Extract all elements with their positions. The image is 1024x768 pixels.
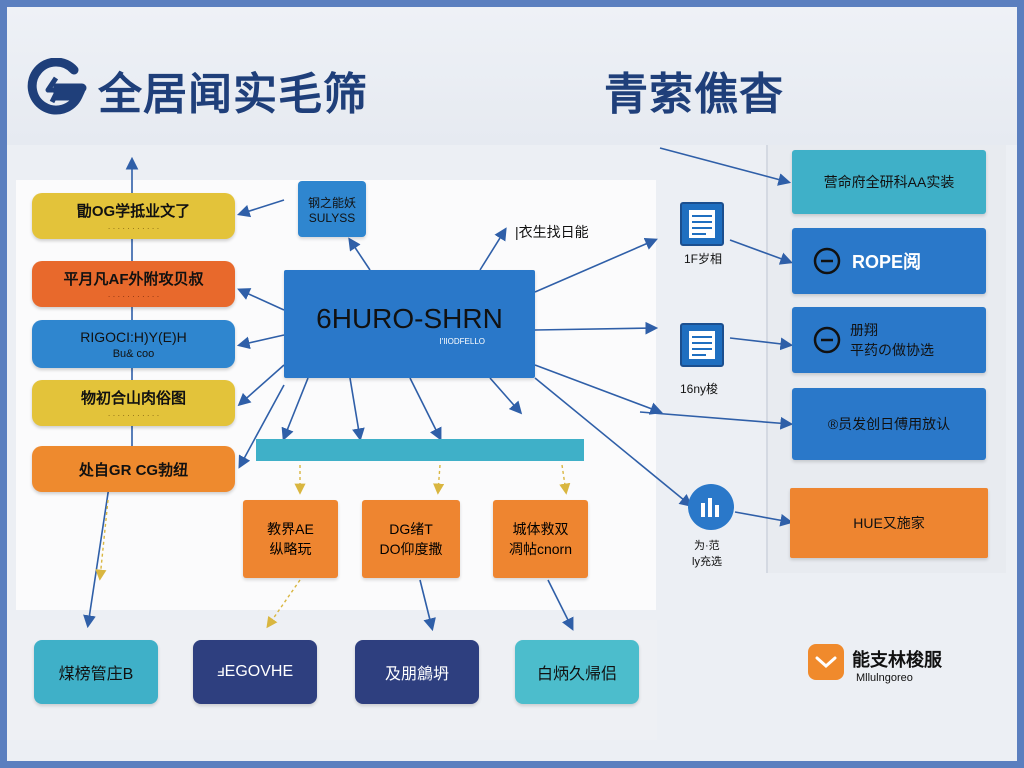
minus-circle-icon — [813, 247, 841, 275]
bottom-node-4-label: 白炳久帰侣 — [536, 666, 617, 683]
brand-tagline: Mllulngoreo — [856, 672, 913, 684]
orange-node-1-line1: 教界AE — [267, 521, 314, 537]
top-annotation: |衣生找日能 — [515, 224, 589, 240]
right-node-1: 营命府全研科AA实装 — [792, 150, 986, 214]
bottom-node-3: 及朋鶬坍 — [355, 640, 479, 704]
document-icon-1-label: 1F岁相 — [684, 252, 723, 266]
central-node-title: 6HURO-SHRN — [316, 302, 503, 334]
small-top-node: 钢之能妖 SULYSS — [298, 181, 366, 237]
bottom-node-4: 白炳久帰侣 — [515, 640, 639, 704]
right-node-5: HUE又施家 — [790, 488, 988, 558]
orange-node-1-line2: 纵略玩 — [269, 541, 312, 557]
right-node-3-label2: 平药の做协选 — [850, 342, 934, 358]
right-node-4: ®员发创日傅用放认 — [792, 388, 986, 460]
brand-name: 能支林梭服 — [852, 650, 942, 670]
orange-node-3: 城体救双 凋帖cnorn — [493, 500, 588, 578]
right-node-4-label: ®员发创日傅用放认 — [827, 416, 951, 432]
bottom-node-2: ⅎEGOVHE — [193, 640, 317, 704]
orange-node-1: 教界AE 纵略玩 — [243, 500, 338, 578]
left-node-4-label: 物初合山肉俗图 — [80, 389, 186, 407]
right-node-5-label: HUE又施家 — [853, 515, 925, 531]
small-top-node-line2: SULYSS — [308, 210, 356, 225]
document-icon-2-label: 16ny梭 — [680, 382, 719, 396]
orange-node-3-line2: 凋帖cnorn — [508, 541, 573, 557]
logo-icon — [27, 58, 87, 115]
left-node-3-label: RIGOCI:H)Y(E)H — [80, 328, 187, 345]
right-node-1-label: 营命府全研科AA实装 — [823, 174, 955, 190]
document-icon — [680, 202, 724, 246]
left-node-2-label: 平月凡AF外附攻贝叔 — [63, 270, 204, 288]
left-node-1-label: 勖OG学抵业文了 — [76, 202, 191, 220]
orange-node-2-line2: DO仰度撒 — [379, 541, 443, 557]
central-node-subtitle: I'IIODFELLO — [439, 336, 485, 346]
document-icon — [680, 323, 724, 367]
page-title-left: 全居闻实毛筛 — [98, 70, 368, 119]
chart-circle-icon — [688, 484, 734, 530]
bottom-node-3-label: 及朋鶬坍 — [384, 666, 449, 683]
circle-icon-label-1: 为·范 — [694, 540, 720, 552]
left-node-1: 勖OG学抵业文了 · · · · · · · · · · · — [32, 193, 235, 239]
bottom-node-2-label: ⅎEGOVHE — [216, 663, 294, 680]
bottom-node-1-label: 煤榜管庄B — [58, 666, 134, 683]
page-title-right: 青萦僬杳 — [604, 70, 784, 119]
orange-node-2: DG绪T DO仰度撒 — [362, 500, 460, 578]
left-node-3: RIGOCI:H)Y(E)H Bu& coo — [32, 320, 235, 368]
right-node-2: ROPE阅 — [792, 228, 986, 294]
brand-check-icon — [808, 644, 844, 680]
right-node-3-label: 册翔 — [850, 322, 878, 338]
right-node-2-label: ROPE阅 — [852, 252, 922, 272]
left-node-5-label: 处自GR CG勃纽 — [78, 461, 189, 479]
distribution-bar — [256, 439, 584, 461]
orange-node-3-line1: 城体救双 — [512, 521, 569, 537]
right-node-3: 册翔 平药の做协选 — [792, 307, 986, 373]
header-bar — [7, 7, 1017, 145]
bottom-node-1: 煤榜管庄B — [34, 640, 158, 704]
orange-node-2-line1: DG绪T — [389, 521, 433, 537]
left-node-3-sub: Bu& coo — [112, 347, 155, 360]
circle-icon-label-2: ly充选 — [692, 556, 722, 568]
left-node-4: 物初合山肉俗图 · · · · · · · · · · · — [32, 380, 235, 426]
central-node: 6HURO-SHRN I'IIODFELLO — [284, 270, 535, 378]
minus-circle-icon — [813, 326, 841, 354]
left-node-5: 处自GR CG勃纽 — [32, 446, 235, 492]
left-node-2: 平月凡AF外附攻贝叔 · · · · · · · · · · · — [32, 261, 235, 307]
small-top-node-line1: 钢之能妖 — [307, 195, 356, 210]
